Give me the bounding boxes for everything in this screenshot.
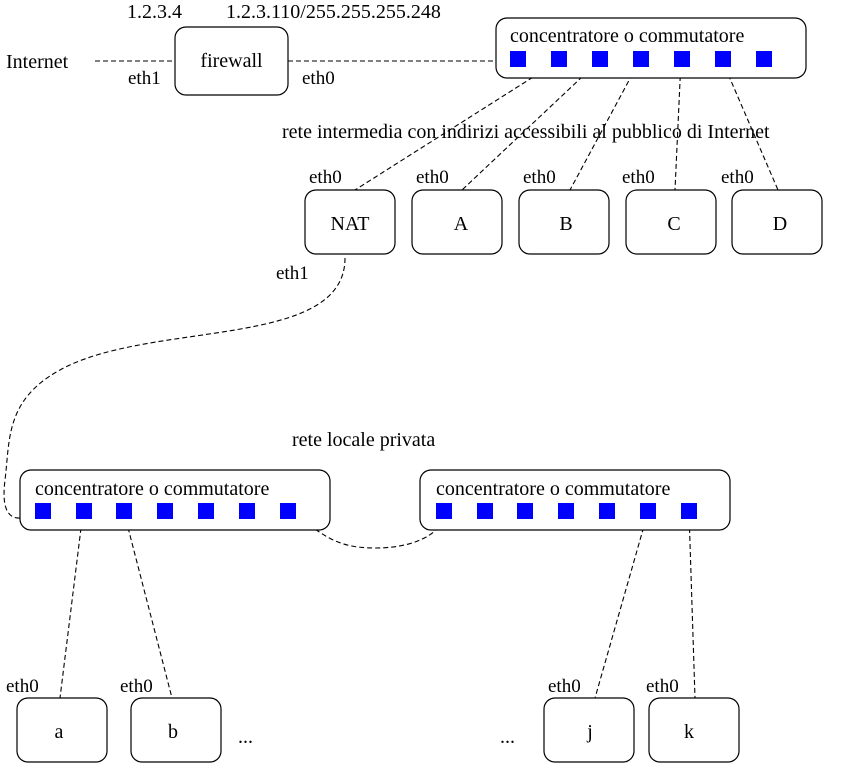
host-iface-label: eth0 bbox=[309, 167, 342, 188]
ellipsis-left: ... bbox=[238, 726, 253, 748]
firewall-inside-ip: 1.2.3.110/255.255.255.248 bbox=[226, 1, 441, 23]
private-switch-right-label: concentratore o commutatore bbox=[436, 478, 670, 500]
host-box bbox=[304, 189, 396, 255]
switch-port bbox=[517, 503, 533, 519]
private-host-b: eth0 b bbox=[120, 676, 222, 763]
host-iface-label: eth0 bbox=[622, 167, 655, 188]
switch-port bbox=[280, 503, 296, 519]
switch-port bbox=[510, 51, 526, 67]
switch-port bbox=[715, 51, 731, 67]
switch-port bbox=[198, 503, 214, 519]
firewall-iface-outside: eth1 bbox=[128, 68, 161, 89]
wire-switch-host-j bbox=[594, 511, 649, 699]
switch-port bbox=[674, 51, 690, 67]
switch-port bbox=[756, 51, 772, 67]
host-label: j bbox=[586, 721, 593, 743]
wire-switch-host-k bbox=[688, 511, 696, 699]
private-host-j: eth0 j bbox=[543, 676, 635, 763]
private-switch-right-ports bbox=[436, 503, 697, 519]
host-iface-label: eth0 bbox=[6, 676, 39, 697]
public-host-a: eth0 A bbox=[411, 167, 503, 255]
host-label: D bbox=[773, 213, 787, 235]
switch-port bbox=[681, 503, 697, 519]
firewall-iface-inside: eth0 bbox=[302, 68, 335, 89]
host-label: C bbox=[667, 213, 680, 235]
private-host-k: eth0 k bbox=[646, 676, 740, 763]
switch-port bbox=[477, 503, 493, 519]
switch-port bbox=[633, 51, 649, 67]
host-box bbox=[518, 189, 610, 255]
host-box bbox=[543, 697, 635, 763]
firewall-box bbox=[174, 26, 289, 96]
firewall-outside-ip: 1.2.3.4 bbox=[127, 1, 182, 23]
switch-port bbox=[116, 503, 132, 519]
wire-switch-host-b bbox=[123, 511, 173, 699]
switch-port bbox=[239, 503, 255, 519]
switch-port bbox=[76, 503, 92, 519]
host-box bbox=[411, 189, 503, 255]
host-iface2-label: eth1 bbox=[276, 263, 309, 284]
firewall-label: firewall bbox=[200, 50, 263, 72]
wire-switch-b bbox=[569, 59, 641, 191]
host-label: k bbox=[684, 721, 694, 743]
switch-port bbox=[436, 503, 452, 519]
host-box bbox=[16, 697, 108, 763]
switch-port bbox=[35, 503, 51, 519]
switch-port bbox=[551, 51, 567, 67]
host-label: A bbox=[454, 213, 469, 235]
public-switch-ports bbox=[510, 51, 772, 67]
internet-label: Internet bbox=[6, 51, 69, 73]
switch-port bbox=[157, 503, 173, 519]
host-iface-label: eth0 bbox=[548, 676, 581, 697]
host-box bbox=[625, 189, 717, 255]
wire-switch-host-a bbox=[59, 511, 84, 699]
host-iface-label: eth0 bbox=[416, 167, 449, 188]
host-iface-label: eth0 bbox=[646, 676, 679, 697]
host-box bbox=[130, 697, 222, 763]
private-switch-left-ports bbox=[35, 503, 296, 519]
host-label: B bbox=[559, 213, 572, 235]
host-box bbox=[648, 697, 740, 763]
private-host-a: eth0 a bbox=[6, 676, 108, 763]
switch-port bbox=[640, 503, 656, 519]
public-switch-label: concentratore o commutatore bbox=[510, 25, 744, 47]
public-host-d: eth0 D bbox=[721, 167, 823, 255]
switch-port bbox=[558, 503, 574, 519]
public-host-c: eth0 C bbox=[622, 167, 717, 255]
host-iface-label: eth0 bbox=[120, 676, 153, 697]
public-host-b: eth0 B bbox=[518, 167, 610, 255]
wire-switch-c bbox=[674, 59, 682, 191]
public-network-label: rete intermedia con indirizi accessibili… bbox=[282, 121, 770, 143]
host-label: b bbox=[168, 721, 178, 743]
connection-wires bbox=[3, 59, 779, 699]
host-box bbox=[731, 189, 823, 255]
wire-nat-private-switch bbox=[3, 257, 346, 519]
switch-port bbox=[599, 503, 615, 519]
switch-port bbox=[592, 51, 608, 67]
host-iface-label: eth0 bbox=[721, 167, 754, 188]
host-iface-label: eth0 bbox=[523, 167, 556, 188]
private-switch-left-label: concentratore o commutatore bbox=[35, 478, 269, 500]
host-label: a bbox=[55, 721, 64, 743]
public-host-nat: eth0 NAT eth1 bbox=[276, 167, 396, 284]
wire-switch-nat bbox=[354, 59, 561, 191]
host-label: NAT bbox=[331, 213, 370, 235]
private-network-label: rete locale privata bbox=[292, 429, 435, 451]
ellipsis-right: ... bbox=[500, 726, 515, 748]
